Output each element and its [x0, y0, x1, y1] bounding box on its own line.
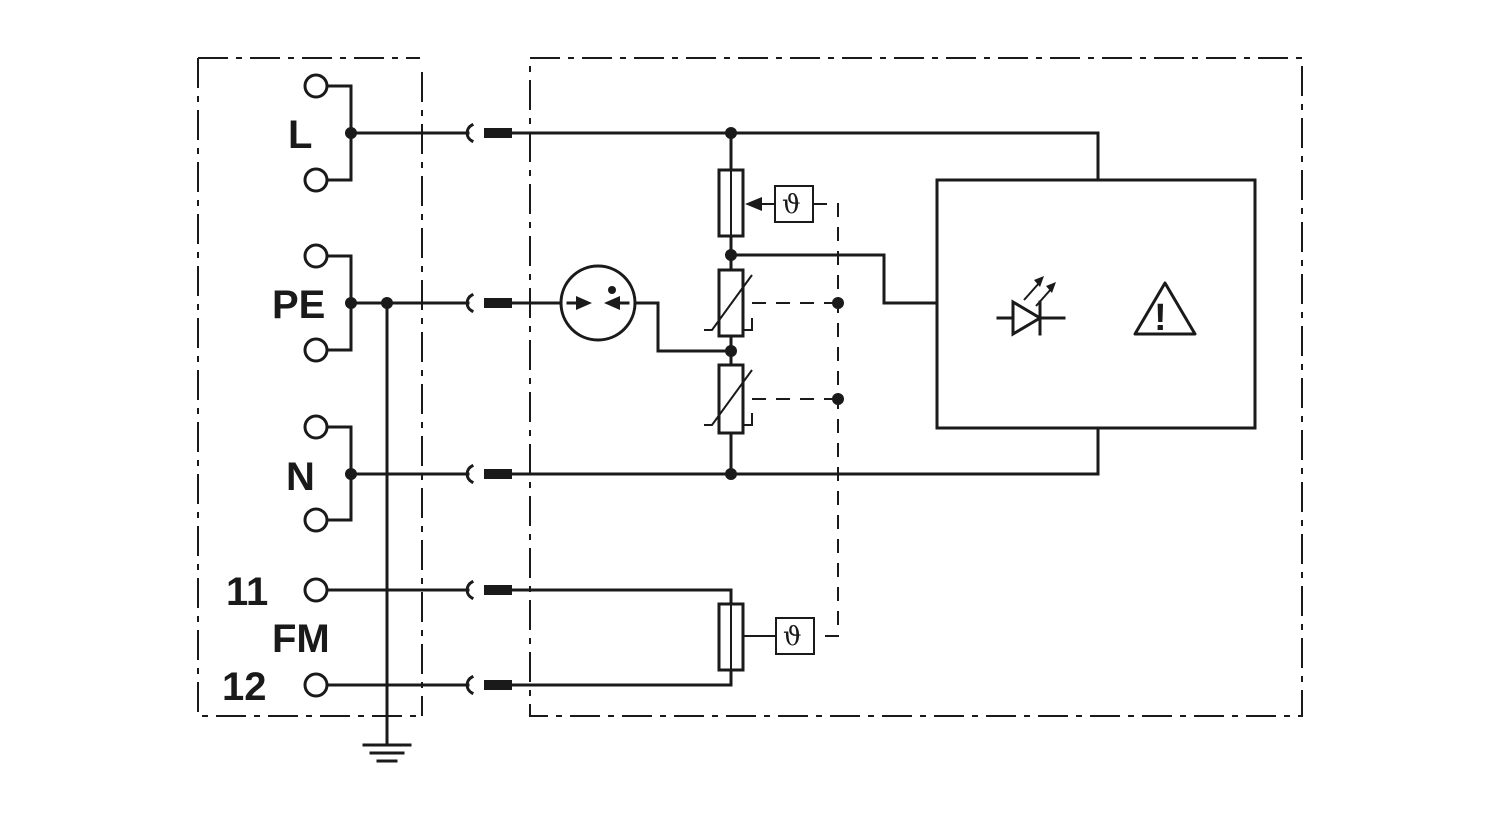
ground-icon	[362, 743, 412, 763]
varistor-icon	[704, 363, 753, 435]
terminal-contact-12	[303, 672, 329, 698]
label-contact-12: 12	[222, 665, 267, 709]
warning-mark: !	[1154, 297, 1167, 339]
led-icon	[996, 276, 1066, 337]
label-neutral: N	[286, 455, 315, 499]
protection-module-enclosure	[529, 57, 1303, 717]
label-contact-11: 11	[226, 570, 268, 614]
label-line: L	[288, 113, 312, 157]
plug-connectors	[465, 122, 512, 696]
terminal-line	[303, 73, 357, 193]
plug-base-enclosure	[197, 57, 423, 717]
varistor-icon	[704, 268, 753, 338]
terminal-contact-11	[303, 577, 329, 603]
thermal-symbol-upper: ϑ	[782, 190, 801, 220]
status-indicator-box	[935, 178, 1257, 430]
warning-triangle-icon: !	[1133, 281, 1197, 339]
label-protective-earth: PE	[272, 283, 325, 327]
label-floating-contact: FM	[272, 617, 330, 661]
gas-discharge-tube-icon	[559, 264, 637, 342]
thermal-symbol-lower: ϑ	[783, 622, 802, 652]
thermal-sensor-lower	[775, 617, 815, 655]
